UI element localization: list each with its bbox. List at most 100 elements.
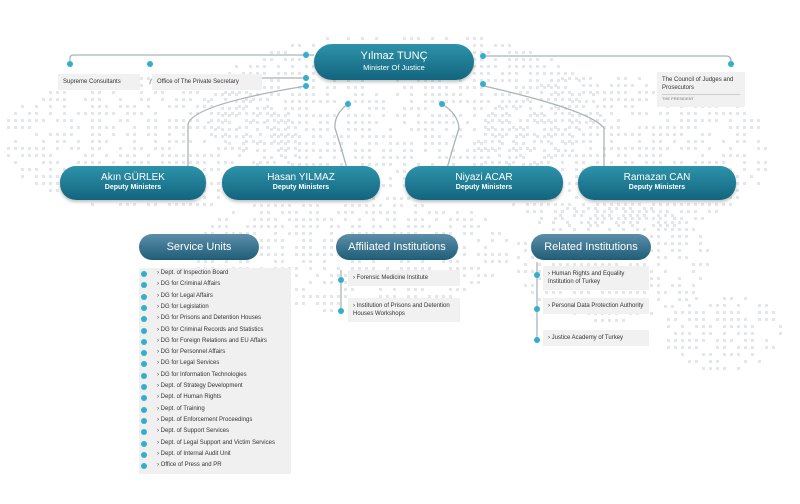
map-dot bbox=[561, 210, 564, 213]
map-dot bbox=[671, 228, 674, 231]
map-dot bbox=[147, 161, 150, 164]
map-dot bbox=[358, 267, 361, 270]
map-dot bbox=[424, 142, 427, 145]
map-dot bbox=[354, 93, 357, 96]
map-dot bbox=[196, 126, 199, 129]
map-dot bbox=[204, 232, 207, 235]
map-dot bbox=[344, 204, 347, 207]
map-dot bbox=[652, 133, 655, 136]
map-dot bbox=[98, 98, 101, 101]
map-dot bbox=[196, 112, 199, 115]
map-dot bbox=[659, 140, 662, 143]
map-dot bbox=[263, 65, 266, 68]
map-dot bbox=[573, 214, 576, 217]
map-dot bbox=[298, 44, 301, 47]
map-dot bbox=[552, 291, 555, 294]
map-dot bbox=[566, 221, 569, 224]
map-dot bbox=[14, 126, 17, 129]
map-dot bbox=[210, 203, 213, 206]
map-dot bbox=[561, 140, 564, 143]
map-dot bbox=[368, 107, 371, 110]
map-dot bbox=[643, 263, 646, 266]
map-dot bbox=[582, 154, 585, 157]
map-dot bbox=[681, 346, 684, 349]
map-dot bbox=[587, 207, 590, 210]
map-dot bbox=[578, 121, 581, 124]
map-dot bbox=[566, 263, 569, 266]
affiliated-institutions-header: Affiliated Institutions bbox=[336, 234, 458, 260]
map-dot bbox=[445, 93, 448, 96]
map-dot bbox=[319, 135, 322, 138]
map-dot bbox=[347, 37, 350, 40]
map-dot bbox=[389, 149, 392, 152]
map-dot bbox=[757, 182, 760, 185]
deputy-name: Hasan YILMAZ bbox=[267, 172, 335, 183]
map-dot bbox=[403, 121, 406, 124]
map-dot bbox=[508, 58, 511, 61]
map-dot bbox=[221, 93, 224, 96]
connector-dot bbox=[141, 282, 147, 289]
map-dot bbox=[519, 147, 522, 150]
map-dot bbox=[351, 211, 354, 214]
map-dot bbox=[431, 135, 434, 138]
map-dot bbox=[601, 291, 604, 294]
map-dot bbox=[294, 140, 297, 143]
map-dot bbox=[235, 100, 238, 103]
map-dot bbox=[694, 119, 697, 122]
map-dot bbox=[84, 154, 87, 157]
map-dot bbox=[358, 225, 361, 228]
map-dot bbox=[351, 204, 354, 207]
map-dot bbox=[659, 147, 662, 150]
map-dot bbox=[667, 325, 670, 328]
map-dot bbox=[351, 260, 354, 263]
map-dot bbox=[505, 105, 508, 108]
map-dot bbox=[554, 203, 557, 206]
map-dot bbox=[242, 107, 245, 110]
map-dot bbox=[207, 121, 210, 124]
map-dot bbox=[701, 133, 704, 136]
map-dot bbox=[372, 225, 375, 228]
map-dot bbox=[561, 161, 564, 164]
map-dot bbox=[643, 207, 646, 210]
map-dot bbox=[431, 163, 434, 166]
map-dot bbox=[326, 37, 329, 40]
map-dot bbox=[692, 263, 695, 266]
map-dot bbox=[393, 197, 396, 200]
map-dot bbox=[326, 114, 329, 117]
map-dot bbox=[403, 170, 406, 173]
map-dot bbox=[273, 140, 276, 143]
map-dot bbox=[557, 149, 560, 152]
map-dot bbox=[452, 100, 455, 103]
map-dot bbox=[508, 44, 511, 47]
service-unit-item: › Dept. of Enforcement Proceedings bbox=[157, 416, 253, 423]
map-dot bbox=[695, 360, 698, 363]
map-dot bbox=[224, 112, 227, 115]
map-dot bbox=[491, 260, 494, 263]
map-dot bbox=[622, 214, 625, 217]
map-dot bbox=[312, 128, 315, 131]
map-dot bbox=[571, 114, 574, 117]
map-dot bbox=[533, 161, 536, 164]
map-dot bbox=[608, 214, 611, 217]
map-dot bbox=[438, 135, 441, 138]
map-dot bbox=[189, 161, 192, 164]
map-dot bbox=[452, 149, 455, 152]
map-dot bbox=[764, 168, 767, 171]
map-dot bbox=[393, 225, 396, 228]
map-dot bbox=[589, 154, 592, 157]
map-dot bbox=[266, 126, 269, 129]
map-dot bbox=[98, 91, 101, 94]
map-dot bbox=[354, 149, 357, 152]
map-dot bbox=[601, 263, 604, 266]
map-dot bbox=[484, 147, 487, 150]
map-dot bbox=[35, 175, 38, 178]
map-dot bbox=[526, 119, 529, 122]
map-dot bbox=[610, 161, 613, 164]
map-dot bbox=[133, 154, 136, 157]
map-dot bbox=[470, 218, 473, 221]
map-dot bbox=[175, 154, 178, 157]
map-dot bbox=[312, 44, 315, 47]
map-dot bbox=[722, 161, 725, 164]
map-dot bbox=[650, 277, 653, 280]
map-dot bbox=[494, 44, 497, 47]
